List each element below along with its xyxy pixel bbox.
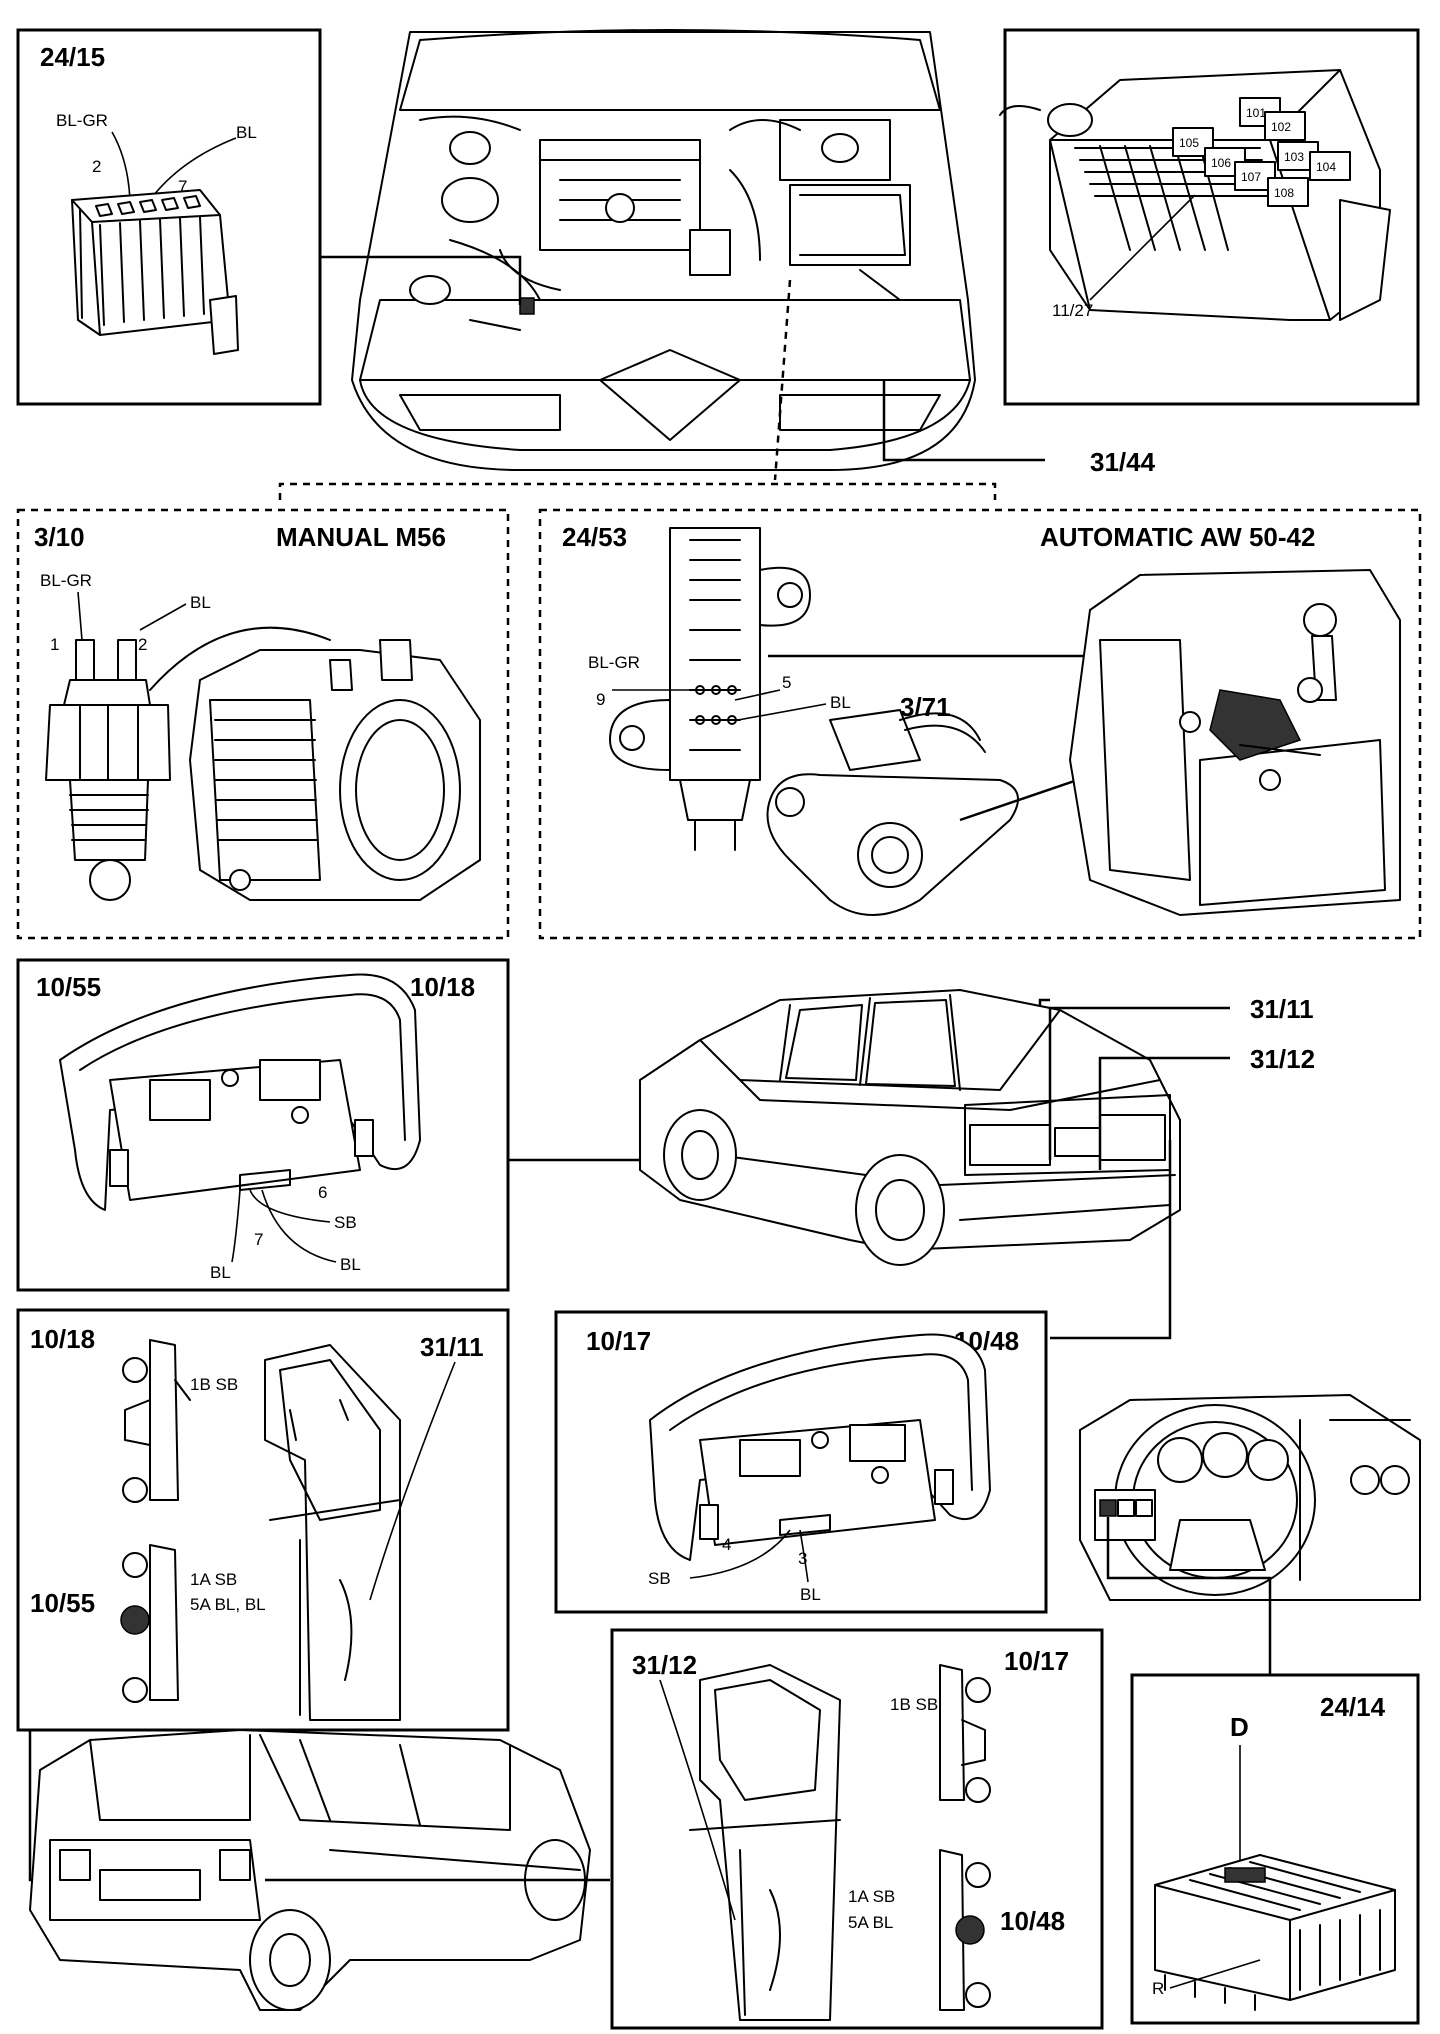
ref-10-17-lamp: 10/17 (586, 1326, 651, 1356)
panel-sedan-lamp-left: 10/55 10/18 6 SB 7 BL BL (16, 958, 510, 1292)
auto-wire-bl-gr: BL-GR (588, 653, 640, 672)
wire-bl-label: BL (236, 123, 257, 142)
sedan-car-illustration (639, 989, 1181, 1266)
connector-line-31-11 (1048, 1006, 1230, 1160)
fuse-101: 101 (1246, 106, 1266, 120)
ref-10-18-wagon: 10/18 (30, 1324, 95, 1354)
tail-lamp-housing-illustration (59, 973, 421, 1211)
ref-24-53: 24/53 (562, 522, 627, 552)
manual-wire-bl-gr: BL-GR (40, 571, 92, 590)
arrow-to-gearbox (149, 626, 331, 691)
engine-bay-illustration (351, 29, 976, 471)
sedan-lamp-pin-7: 7 (254, 1230, 263, 1249)
ref-3-10: 3/10 (34, 522, 85, 552)
fuse-102: 102 (1271, 120, 1291, 134)
wagon-pillar-left-illustration (264, 1344, 401, 1721)
manual-wire-bl: BL (190, 593, 211, 612)
panel-relay-box: 24/14 D R (1130, 1673, 1420, 2025)
connector-24-53-illustration (609, 527, 811, 851)
ref-10-55: 10/55 (36, 972, 101, 1002)
automatic-gearbox-illustration (1069, 569, 1401, 916)
ref-24-15: 24/15 (40, 42, 105, 72)
right-lamp-pin-4: 4 (722, 1535, 731, 1554)
fuse-103: 103 (1284, 150, 1304, 164)
sedan-lamp-wire-bl-a: BL (210, 1263, 231, 1282)
sedan-lamp-wire-sb: SB (334, 1213, 357, 1232)
wire-bl-gr-label: BL-GR (56, 111, 108, 130)
wagon-left-wire-mid-b: 5A BL, BL (190, 1595, 266, 1614)
gear-position-switch-illustration (766, 709, 1019, 916)
ref-11-27: 11/27 (1052, 301, 1093, 320)
pin-2-label: 2 (92, 157, 101, 176)
fuse-104: 104 (1316, 160, 1336, 174)
ref-31-12-wagon: 31/12 (632, 1650, 697, 1680)
connector-line-24-15 (320, 255, 522, 305)
bulb-holder-right-top-illustration (939, 1664, 991, 1803)
manual-pin-2: 2 (138, 635, 147, 654)
manual-gearbox-illustration (189, 639, 481, 901)
panel-wagon-left: 10/18 31/11 10/55 1B SB 1A SB 5A BL, BL (16, 1308, 510, 1732)
relay-pin-d: D (1230, 1712, 1249, 1742)
connector-line-relay-box (1106, 1517, 1272, 1675)
wagon-right-wire-mid-a: 1A SB (848, 1887, 895, 1906)
ref-10-18-lamp: 10/18 (410, 972, 475, 1002)
automatic-title: AUTOMATIC AW 50-42 (1040, 522, 1315, 552)
panel-24-15: 24/15 BL-GR BL 2 7 (16, 28, 322, 406)
bulb-holder-mid-illustration (120, 1544, 179, 1703)
connector-line-31-12 (1098, 1056, 1230, 1170)
fuse-105: 105 (1179, 136, 1199, 150)
panel-fuse-box: 101 102 103 104 105 106 107 108 11/27 (999, 28, 1420, 406)
ref-31-44: 31/44 (1090, 447, 1156, 477)
right-lamp-wire-bl: BL (800, 1585, 821, 1604)
ref-10-55-wagon: 10/55 (30, 1588, 95, 1618)
ref-31-11-wagon: 31/11 (420, 1332, 484, 1362)
panel-wagon-right: 31/12 10/17 10/48 1B SB 1A SB 5A BL (610, 1628, 1104, 2030)
auto-pin-9: 9 (596, 690, 605, 709)
connector-line-31-44 (882, 380, 1045, 462)
right-lamp-pin-3: 3 (798, 1549, 807, 1568)
ref-31-11-sedan: 31/11 (1250, 994, 1314, 1024)
wagon-right-wire-top: 1B SB (890, 1695, 938, 1714)
wagon-left-wire-mid-a: 1A SB (190, 1570, 237, 1589)
pin-7-label: 7 (178, 177, 187, 196)
right-lamp-wire-sb: SB (648, 1569, 671, 1588)
ref-10-17-wagon: 10/17 (1004, 1646, 1069, 1676)
connector-line-right-lamp (1050, 1140, 1172, 1340)
ref-10-48-wagon: 10/48 (1000, 1906, 1065, 1936)
relay-pin-r: R (1152, 1979, 1164, 1998)
auto-wire-bl: BL (830, 693, 851, 712)
fuse-107: 107 (1241, 170, 1261, 184)
wagon-pillar-right-illustration (689, 1664, 841, 2021)
panel-sedan-lamp-right: 10/17 10/48 4 SB 3 BL (554, 1310, 1048, 1614)
ref-31-12-sedan: 31/12 (1250, 1044, 1315, 1074)
fuse-108: 108 (1274, 186, 1294, 200)
tail-lamp-housing-right-illustration (649, 1333, 991, 1561)
wagon-right-wire-mid-b: 5A BL (848, 1913, 893, 1932)
sedan-lamp-pin-6: 6 (318, 1183, 327, 1202)
auto-pin-5: 5 (782, 673, 791, 692)
relay-box-illustration (1154, 1854, 1396, 2011)
manual-title: MANUAL M56 (276, 522, 446, 552)
panel-automatic-aw: 24/53 AUTOMATIC AW 50-42 BL-GR 9 5 BL 3/… (538, 508, 1422, 940)
wagon-left-wire-top: 1B SB (190, 1375, 238, 1394)
wagon-car-illustration (29, 1729, 591, 2011)
manual-pin-1: 1 (50, 635, 59, 654)
panel-manual-m56: 3/10 MANUAL M56 BL-GR BL 1 2 (16, 508, 510, 940)
ref-24-14: 24/14 (1320, 1692, 1386, 1722)
sedan-lamp-wire-bl-b: BL (340, 1255, 361, 1274)
connector-illustration (71, 189, 239, 355)
reverse-switch-illustration (45, 639, 171, 901)
dashboard-illustration (1079, 1394, 1421, 1601)
bulb-holder-right-mid-illustration (939, 1849, 991, 2011)
bulb-holder-top-illustration (122, 1339, 191, 1503)
fuse-106: 106 (1211, 156, 1231, 170)
